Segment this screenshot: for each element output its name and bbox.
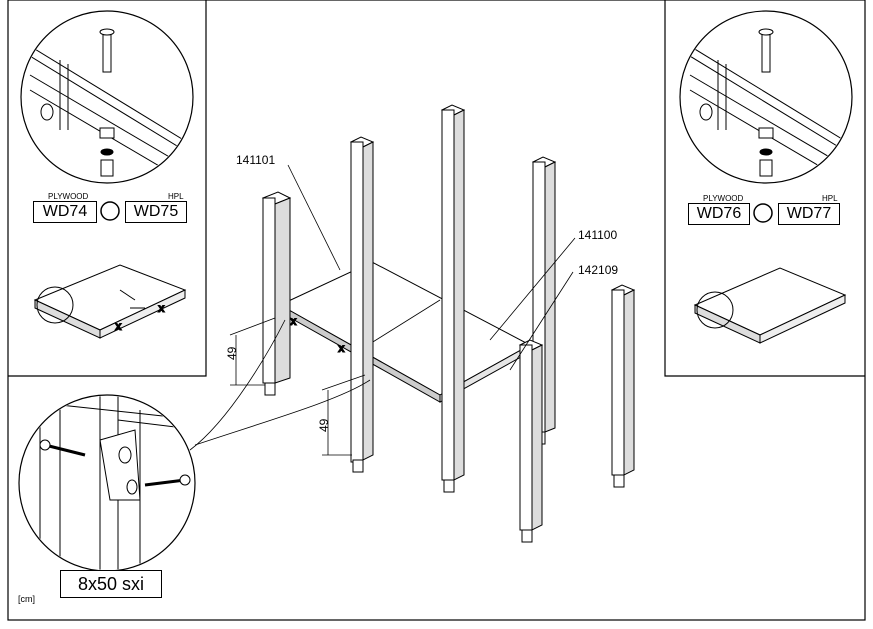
right-small-platform — [693, 267, 847, 344]
right-code-hpl: WD77 — [778, 203, 840, 225]
hinge-callout-leader — [189, 319, 286, 451]
left-material-plywood: PLYWOOD — [48, 192, 89, 201]
left-small-platform: x x — [33, 264, 187, 339]
left-panel-border — [8, 0, 207, 377]
post-6 — [610, 284, 636, 488]
left-detail-circle — [20, 10, 194, 184]
right-detail-circle — [679, 10, 853, 184]
hinge-callout-leader-2 — [194, 379, 371, 446]
right-material-plywood: PLYWOOD — [703, 194, 744, 203]
unit-label: [cm] — [18, 594, 35, 604]
part-number-142109: 142109 — [578, 263, 619, 277]
svg-text:x: x — [115, 319, 122, 333]
dimension-label-2: 49 — [317, 418, 331, 432]
part-number-141100: 141100 — [578, 228, 618, 242]
part-number-141101: 141101 — [236, 153, 276, 167]
left-code-plywood: WD74 — [33, 201, 97, 223]
right-material-hpl: HPL — [822, 194, 838, 203]
svg-text:x: x — [158, 301, 165, 315]
leader-lines — [287, 164, 576, 371]
main-platform: x x — [278, 261, 532, 403]
svg-text:x: x — [290, 314, 297, 328]
hinge-detail-circle — [18, 394, 196, 572]
right-code-plywood: WD76 — [688, 203, 750, 225]
left-material-hpl: HPL — [168, 192, 184, 201]
dimension-label-1: 49 — [225, 346, 239, 360]
post-1 — [261, 191, 292, 396]
posts — [261, 104, 636, 543]
post-5 — [518, 339, 544, 543]
dimension-lines — [229, 317, 366, 456]
post-3 — [440, 104, 466, 493]
fastener-label: 8x50 sxi — [60, 570, 162, 598]
left-code-hpl: WD75 — [125, 201, 187, 223]
outer-frame — [7, 0, 866, 621]
right-panel-border — [664, 0, 865, 377]
post-2 — [349, 136, 375, 473]
svg-text:x: x — [338, 341, 345, 355]
